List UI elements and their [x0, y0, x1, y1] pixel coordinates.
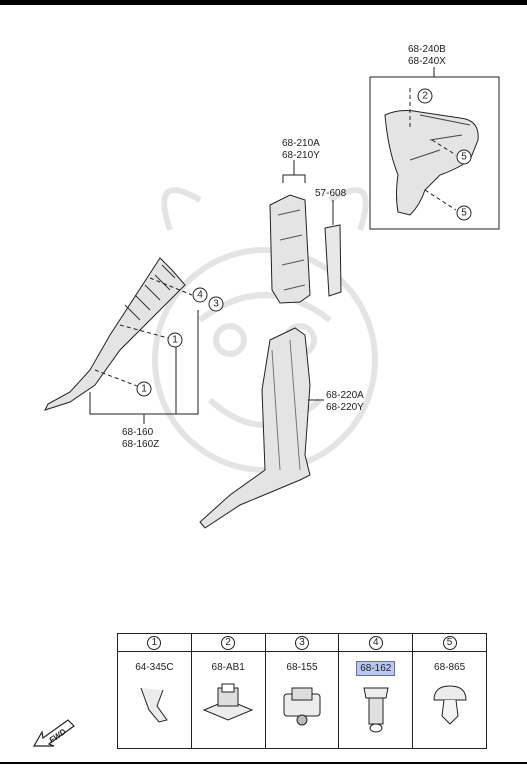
- index-marker-4: 4: [368, 635, 383, 650]
- marker-1-upper: 1: [172, 335, 178, 346]
- part-number-68-155: 68-155: [286, 662, 318, 673]
- part-number-68-162: 68-162: [356, 661, 396, 676]
- marker-4-front: 4: [197, 290, 203, 301]
- bracket-clip-icon: [283, 687, 321, 726]
- marker-2-rear: 2: [422, 91, 428, 102]
- fwd-arrow-icon: FWD: [32, 719, 75, 747]
- callout-68-210a: 68-210A: [282, 138, 320, 149]
- marker-5-upper: 5: [461, 152, 467, 163]
- parts-cell-2: 2 68-AB1: [191, 634, 266, 748]
- callout-68-240x: 68-240X: [408, 56, 446, 67]
- index-marker-1: 1: [147, 635, 162, 650]
- callout-68-220y: 68-220Y: [326, 402, 364, 413]
- marker-3-front: 3: [213, 299, 219, 310]
- parts-cell-5: 5 68-865: [413, 634, 486, 748]
- index-marker-3: 3: [294, 635, 309, 650]
- parts-cell-4: 4 68-162: [339, 634, 414, 748]
- center-pillar-lower-trim: [199, 327, 311, 529]
- fastener-parts-table: 1 64-345C 2 68-AB1 3 68-155 4 68-162: [117, 633, 487, 749]
- callout-68-160: 68-160: [122, 427, 154, 438]
- callout-68-160z: 68-160Z: [122, 439, 159, 450]
- retainer-clip-icon: [202, 683, 254, 721]
- push-clip-icon: [363, 687, 389, 733]
- callout-57-608: 57-608: [315, 188, 347, 199]
- part-number-64-345c: 64-345C: [135, 662, 174, 673]
- spring-clip-icon: [140, 687, 169, 723]
- callout-68-220a: 68-220A: [326, 390, 364, 401]
- part-number-68-ab1: 68-AB1: [211, 662, 245, 673]
- rear-pillar-trim: [384, 110, 479, 216]
- callout-68-240b: 68-240B: [408, 44, 446, 55]
- bottom-border-rule: [0, 762, 527, 764]
- index-marker-2: 2: [221, 635, 236, 650]
- callout-68-210y: 68-210Y: [282, 150, 320, 161]
- center-pillar-upper-trim: [269, 194, 311, 304]
- index-marker-5: 5: [442, 635, 457, 650]
- part-number-68-865: 68-865: [434, 662, 466, 673]
- parts-cell-1: 1 64-345C: [118, 634, 192, 748]
- marker-1-lower: 1: [141, 384, 147, 395]
- parts-cell-3: 3 68-155: [265, 634, 340, 748]
- exploded-view-diagram: 68-240B 68-240X 2 5 5 68-210A 68-210Y 57…: [44, 44, 500, 529]
- mushroom-clip-icon: [433, 685, 467, 725]
- seatbelt-guide-cover: [324, 224, 342, 297]
- top-border-rule: [0, 0, 527, 5]
- marker-5-lower: 5: [461, 208, 467, 219]
- front-pillar-trim: [44, 257, 186, 411]
